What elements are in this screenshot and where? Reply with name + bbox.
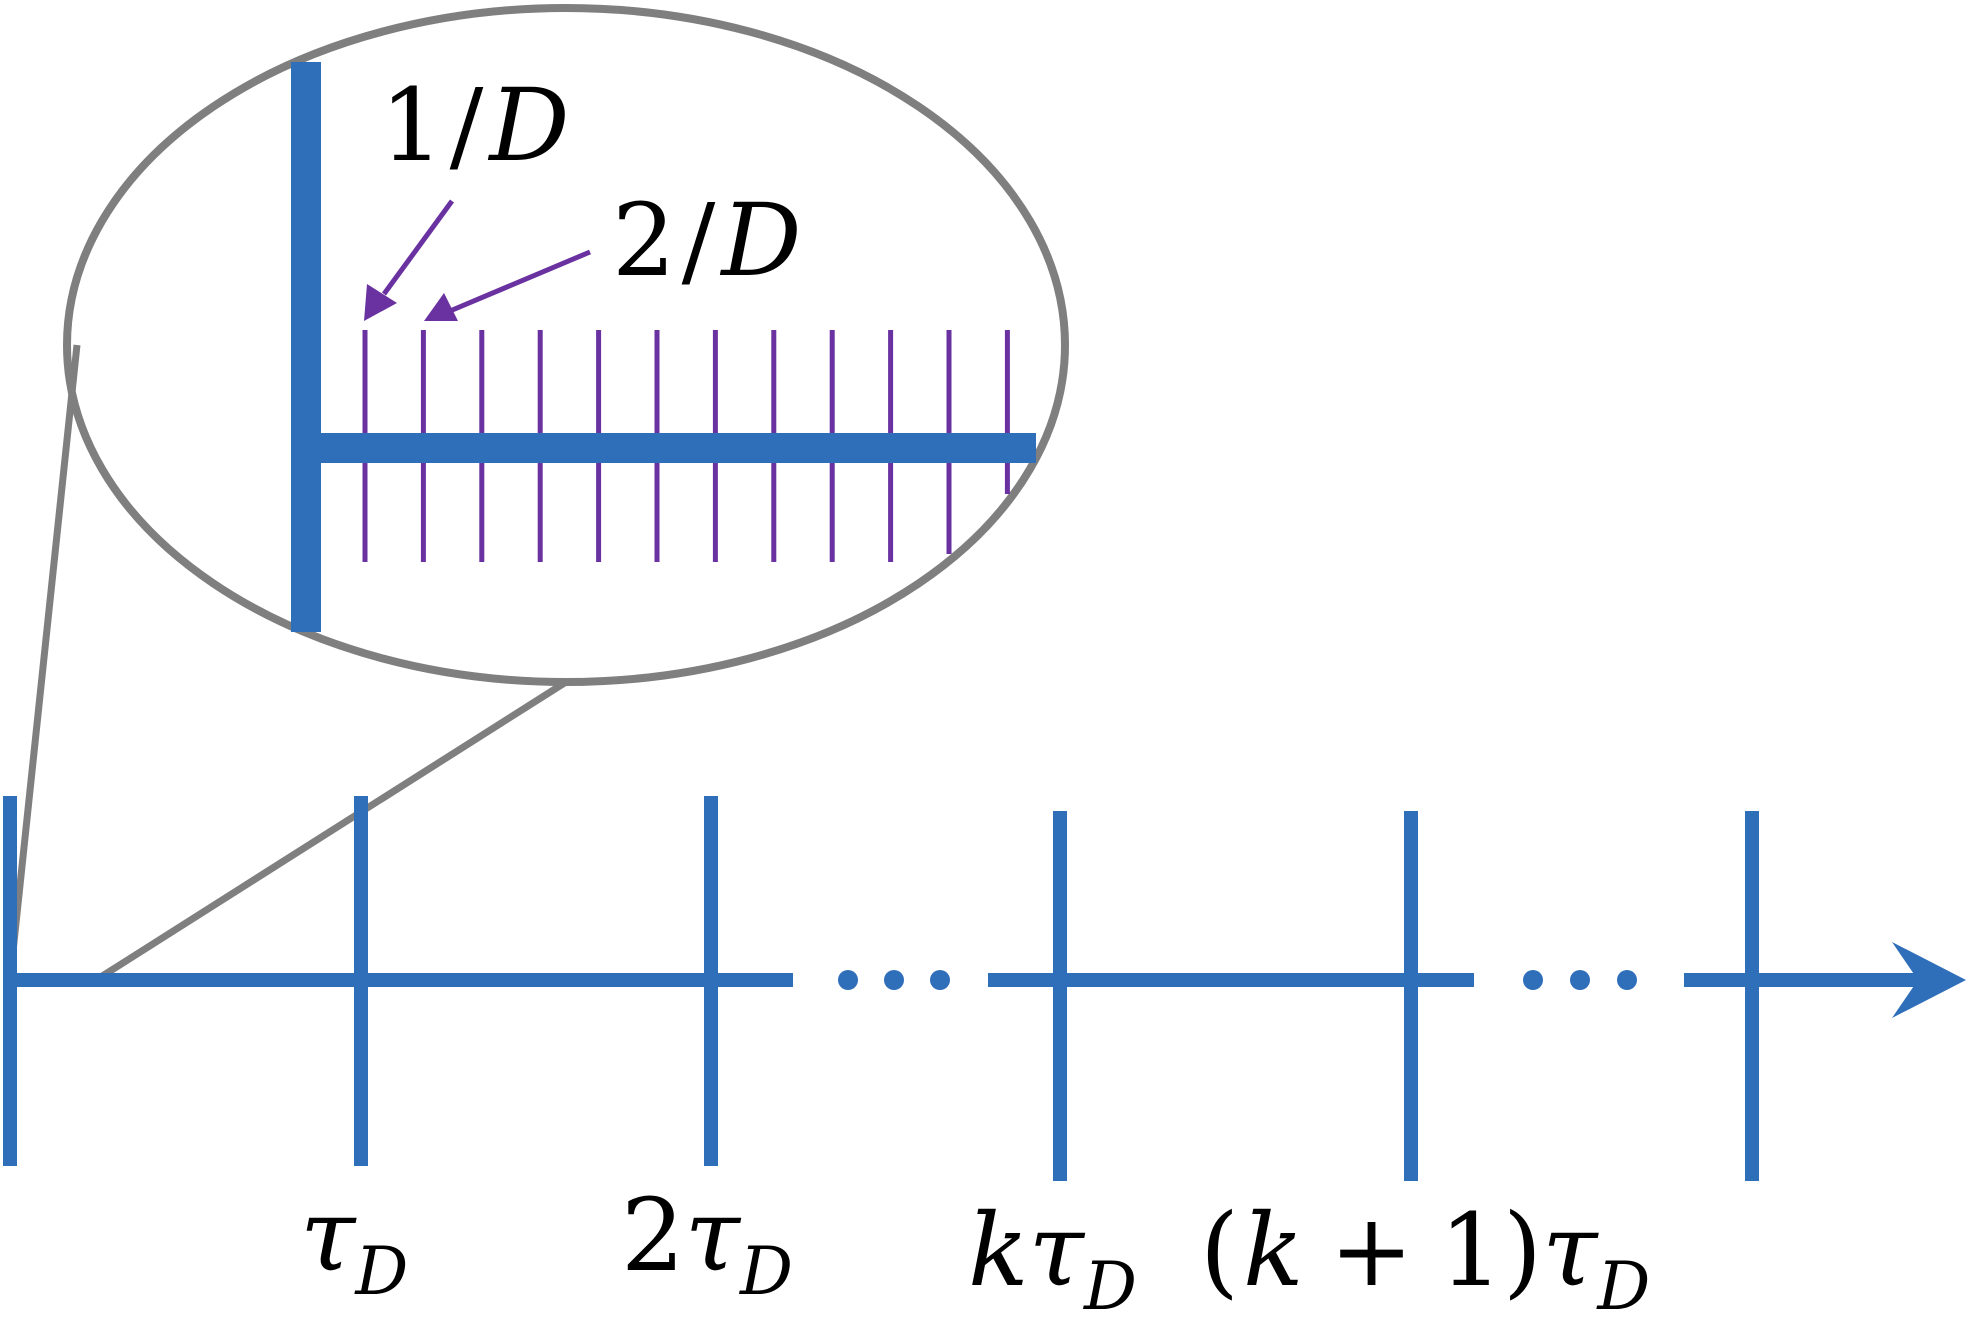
- arrow-2-over-d-head: [424, 293, 458, 321]
- tick-label-k-plus-1-tau-d: (k+1)τD: [1200, 1192, 1650, 1320]
- label-1-over-d: 1/D: [380, 67, 570, 184]
- tick-label-2-tau-d: 2τD: [621, 1177, 793, 1310]
- magnifier-connector-bottom: [94, 679, 568, 983]
- label-2-over-d: 2/D: [612, 182, 802, 299]
- arrow-1-over-d: [381, 199, 455, 296]
- arrow-1-over-d-head: [364, 284, 397, 321]
- ellipsis-dots-1: [838, 970, 950, 990]
- axis-arrowhead: [1892, 942, 1966, 1018]
- tick-label-k-tau-d: kτD: [968, 1192, 1137, 1320]
- main-axis: [3, 796, 1966, 1181]
- ellipsis-dots-2: [1523, 970, 1637, 990]
- magnifier-ellipse: [63, 4, 1069, 686]
- zoom-inset: 1/D 2/D: [6, 4, 1069, 983]
- magnifier-connector-left: [6, 344, 81, 981]
- tick-labels: τD 2τD kτD (k+1)τD: [300, 1177, 1650, 1320]
- arrow-2-over-d: [449, 249, 591, 314]
- tick-label-tau-d: τD: [300, 1177, 408, 1310]
